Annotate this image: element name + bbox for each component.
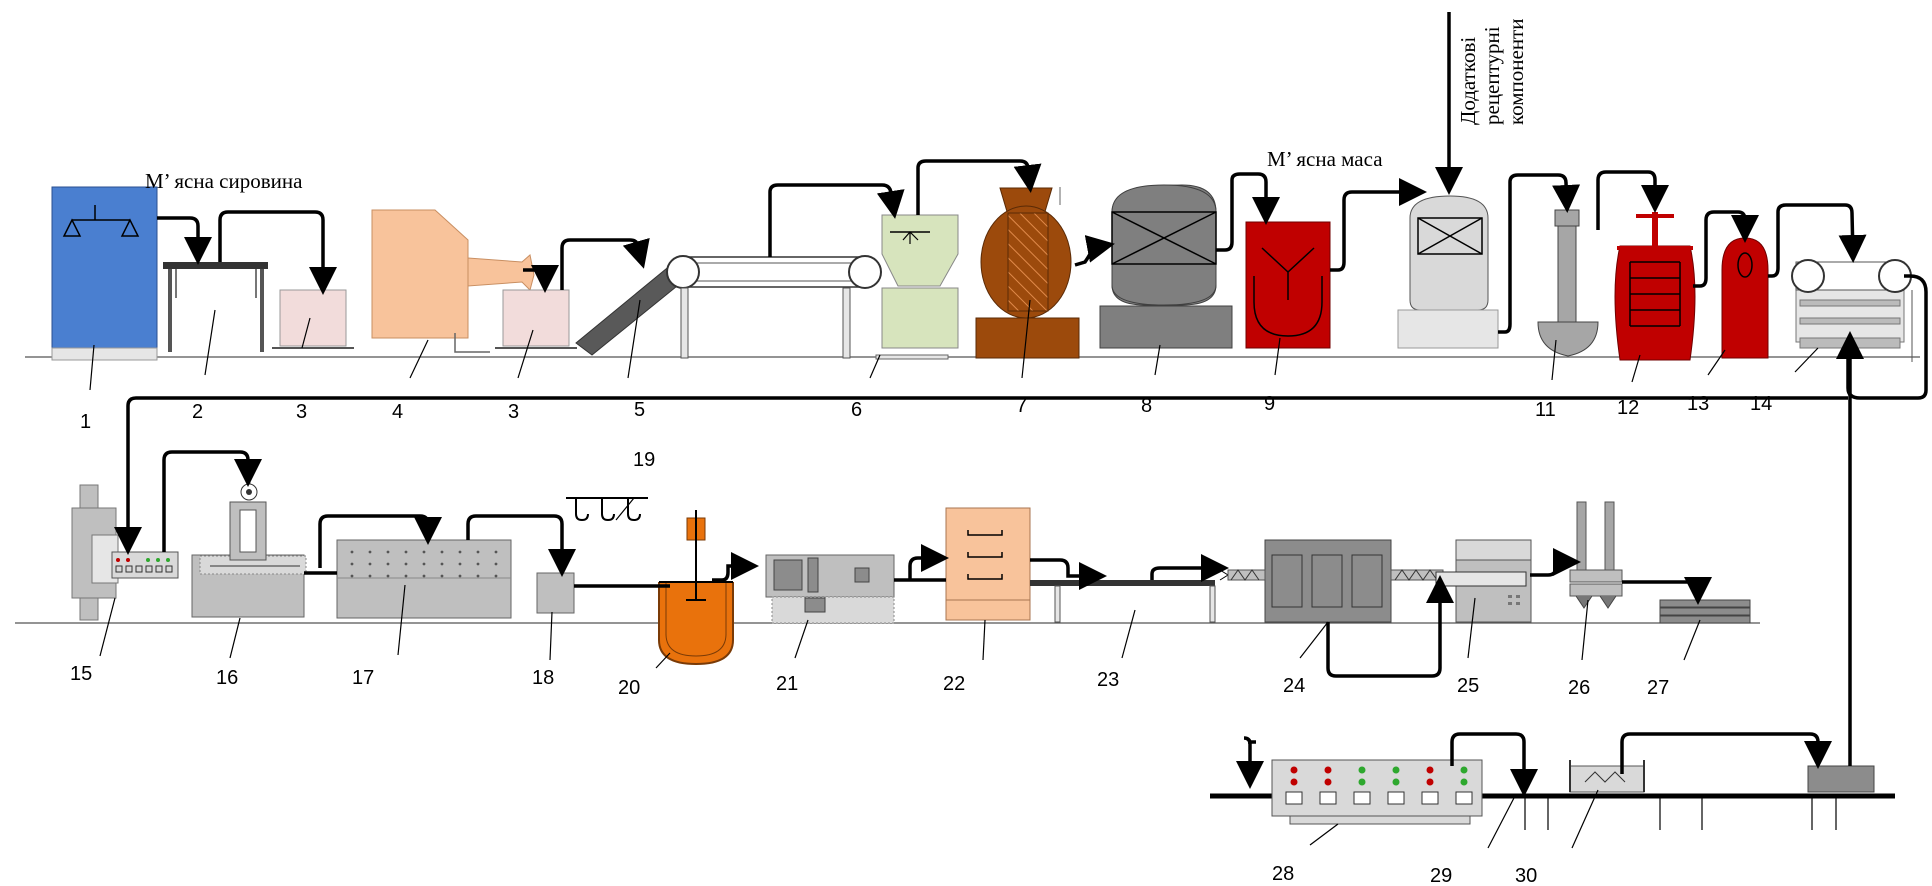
chamber-dot — [369, 575, 372, 578]
chamber-dot — [441, 575, 444, 578]
equipment-30-tank — [1570, 760, 1644, 792]
num-3a: 3 — [296, 401, 307, 423]
num-25: 25 — [1457, 675, 1479, 697]
equipment-1-scales — [52, 187, 157, 360]
equipment-16-slicer — [192, 465, 306, 617]
equipment-28-panel — [1272, 760, 1482, 824]
num-17: 17 — [352, 667, 374, 689]
equipment-3-box-b — [495, 290, 577, 348]
num-30: 30 — [1515, 865, 1537, 886]
num-29: 29 — [1430, 865, 1452, 886]
chamber-dot — [495, 551, 498, 554]
num-9: 9 — [1264, 393, 1275, 415]
equipment-11-filler — [1538, 210, 1598, 356]
equipment-22-cabinet — [946, 508, 1030, 620]
chamber-dot — [459, 551, 462, 554]
num-16: 16 — [216, 667, 238, 689]
num-8: 8 — [1141, 395, 1152, 417]
equipment-3-box-a — [272, 290, 354, 348]
num-1: 1 — [80, 411, 91, 433]
num-20: 20 — [618, 677, 640, 699]
num-23: 23 — [1097, 669, 1119, 691]
equipment-7-mincer — [976, 187, 1079, 358]
equipment-24-oven — [1228, 540, 1443, 622]
chamber-dot — [477, 575, 480, 578]
chamber-dot — [387, 575, 390, 578]
label-extra-components: Додаткові рецептурні компоненти — [1456, 19, 1528, 125]
chamber-dot — [495, 575, 498, 578]
control-panel-15 — [112, 552, 178, 578]
equipment-20-cooker — [659, 510, 733, 664]
chamber-dot — [477, 563, 480, 566]
num-5: 5 — [634, 399, 645, 421]
num-6: 6 — [851, 399, 862, 421]
equipment-receiver — [1808, 766, 1874, 792]
num-14: 14 — [1750, 393, 1772, 415]
equipment-19-hooks — [566, 498, 648, 520]
chamber-dot — [387, 551, 390, 554]
equipment-15-frame — [72, 485, 118, 620]
num-11: 11 — [1535, 399, 1556, 421]
num-18: 18 — [532, 667, 554, 689]
equipment-13-clipper — [1722, 238, 1768, 358]
num-24: 24 — [1283, 675, 1305, 697]
equipment-18-box — [537, 573, 574, 613]
chamber-dot — [423, 575, 426, 578]
chamber-dot — [405, 575, 408, 578]
row3-legs — [1525, 796, 1836, 830]
chamber-dot — [495, 563, 498, 566]
equipment-26-sealer — [1570, 502, 1622, 608]
equipment-6-hopper — [876, 215, 958, 359]
position-numbers: 1 2 3 4 3 5 6 7 8 9 11 12 13 14 15 16 17… — [70, 393, 1772, 886]
equipment-9-cutter — [1246, 222, 1330, 348]
label-extra-line3: компоненти — [1504, 19, 1528, 125]
label-extra-line1: Додаткові — [1456, 37, 1480, 125]
num-2: 2 — [192, 401, 203, 423]
chamber-dot — [477, 551, 480, 554]
equipment-14-roll-conveyor — [1792, 260, 1912, 362]
chamber-dot — [405, 551, 408, 554]
num-27: 27 — [1647, 677, 1669, 699]
equipment-8-mixer — [1100, 185, 1232, 348]
chamber-dot — [369, 551, 372, 554]
chamber-dot — [351, 551, 354, 554]
chamber-dot — [423, 563, 426, 566]
label-meat-mass: М’ ясна маса — [1267, 147, 1383, 171]
chamber-dot — [351, 575, 354, 578]
num-12: 12 — [1617, 397, 1639, 419]
chamber-dot — [459, 563, 462, 566]
label-extra-line2: рецептурні — [1480, 26, 1504, 125]
chamber-dot — [423, 551, 426, 554]
num-22: 22 — [943, 673, 965, 695]
num-19: 19 — [633, 449, 655, 471]
equipment-17-chamber — [337, 540, 511, 618]
num-7: 7 — [1016, 395, 1027, 417]
label-raw-meat: М’ ясна сировина — [145, 169, 303, 193]
chamber-dot — [387, 563, 390, 566]
equipment-27-stack — [1660, 600, 1750, 623]
num-21: 21 — [776, 673, 798, 695]
chamber-dot — [369, 563, 372, 566]
num-26: 26 — [1568, 677, 1590, 699]
chamber-dot — [441, 551, 444, 554]
num-28: 28 — [1272, 863, 1294, 885]
num-4: 4 — [392, 401, 403, 423]
equipment-25-packer — [1436, 540, 1531, 622]
equipment-23-conveyor — [1030, 570, 1240, 622]
chamber-dot — [351, 563, 354, 566]
equipment-10-vessel — [1398, 196, 1498, 348]
num-13: 13 — [1687, 393, 1709, 415]
chamber-dot — [441, 563, 444, 566]
equipment-2-table — [163, 262, 268, 352]
equipment-12-press — [1615, 212, 1695, 360]
equipment-21-stuffer — [766, 555, 894, 623]
num-3b: 3 — [508, 401, 519, 423]
num-15: 15 — [70, 663, 92, 685]
chamber-dot — [405, 563, 408, 566]
belt-conveyor — [667, 256, 881, 358]
chamber-dot — [459, 575, 462, 578]
